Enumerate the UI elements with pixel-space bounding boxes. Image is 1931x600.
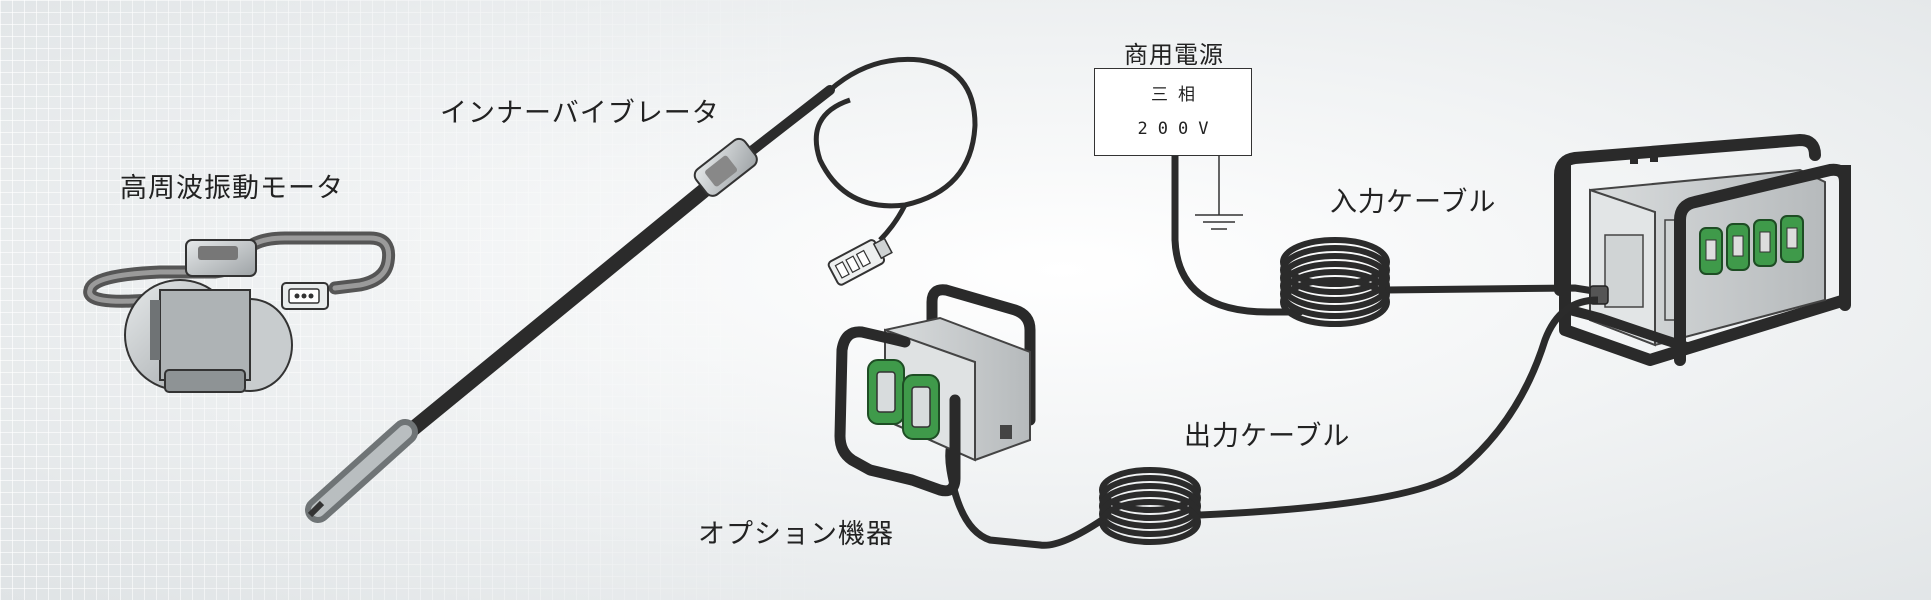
label-output-cable: 出力ケーブル <box>1184 421 1351 452</box>
input-cable-coil <box>1280 237 1601 327</box>
label-input-cable: 入力ケーブル <box>1330 187 1497 218</box>
label-optional-equipment: オプション機器 <box>698 519 894 550</box>
label-vibration-motor: 高周波振動モータ <box>120 173 344 204</box>
power-wiring <box>1171 152 1304 316</box>
inner-vibrator-illustration <box>305 56 978 523</box>
optional-equipment-illustration <box>834 284 1036 497</box>
converter-sockets <box>1699 215 1804 275</box>
power-phase-text: 三相 <box>1151 85 1205 105</box>
output-cable <box>945 296 1599 549</box>
power-voltage-text: 200V <box>1137 119 1219 139</box>
vibration-motor-illustration <box>83 231 396 393</box>
label-inner-vibrator: インナーバイブレータ <box>440 98 720 129</box>
power-source-box: 三相 200V <box>1094 68 1252 156</box>
label-commercial-power: 商用電源 <box>1124 41 1224 69</box>
converter-unit-illustration <box>1554 133 1851 366</box>
